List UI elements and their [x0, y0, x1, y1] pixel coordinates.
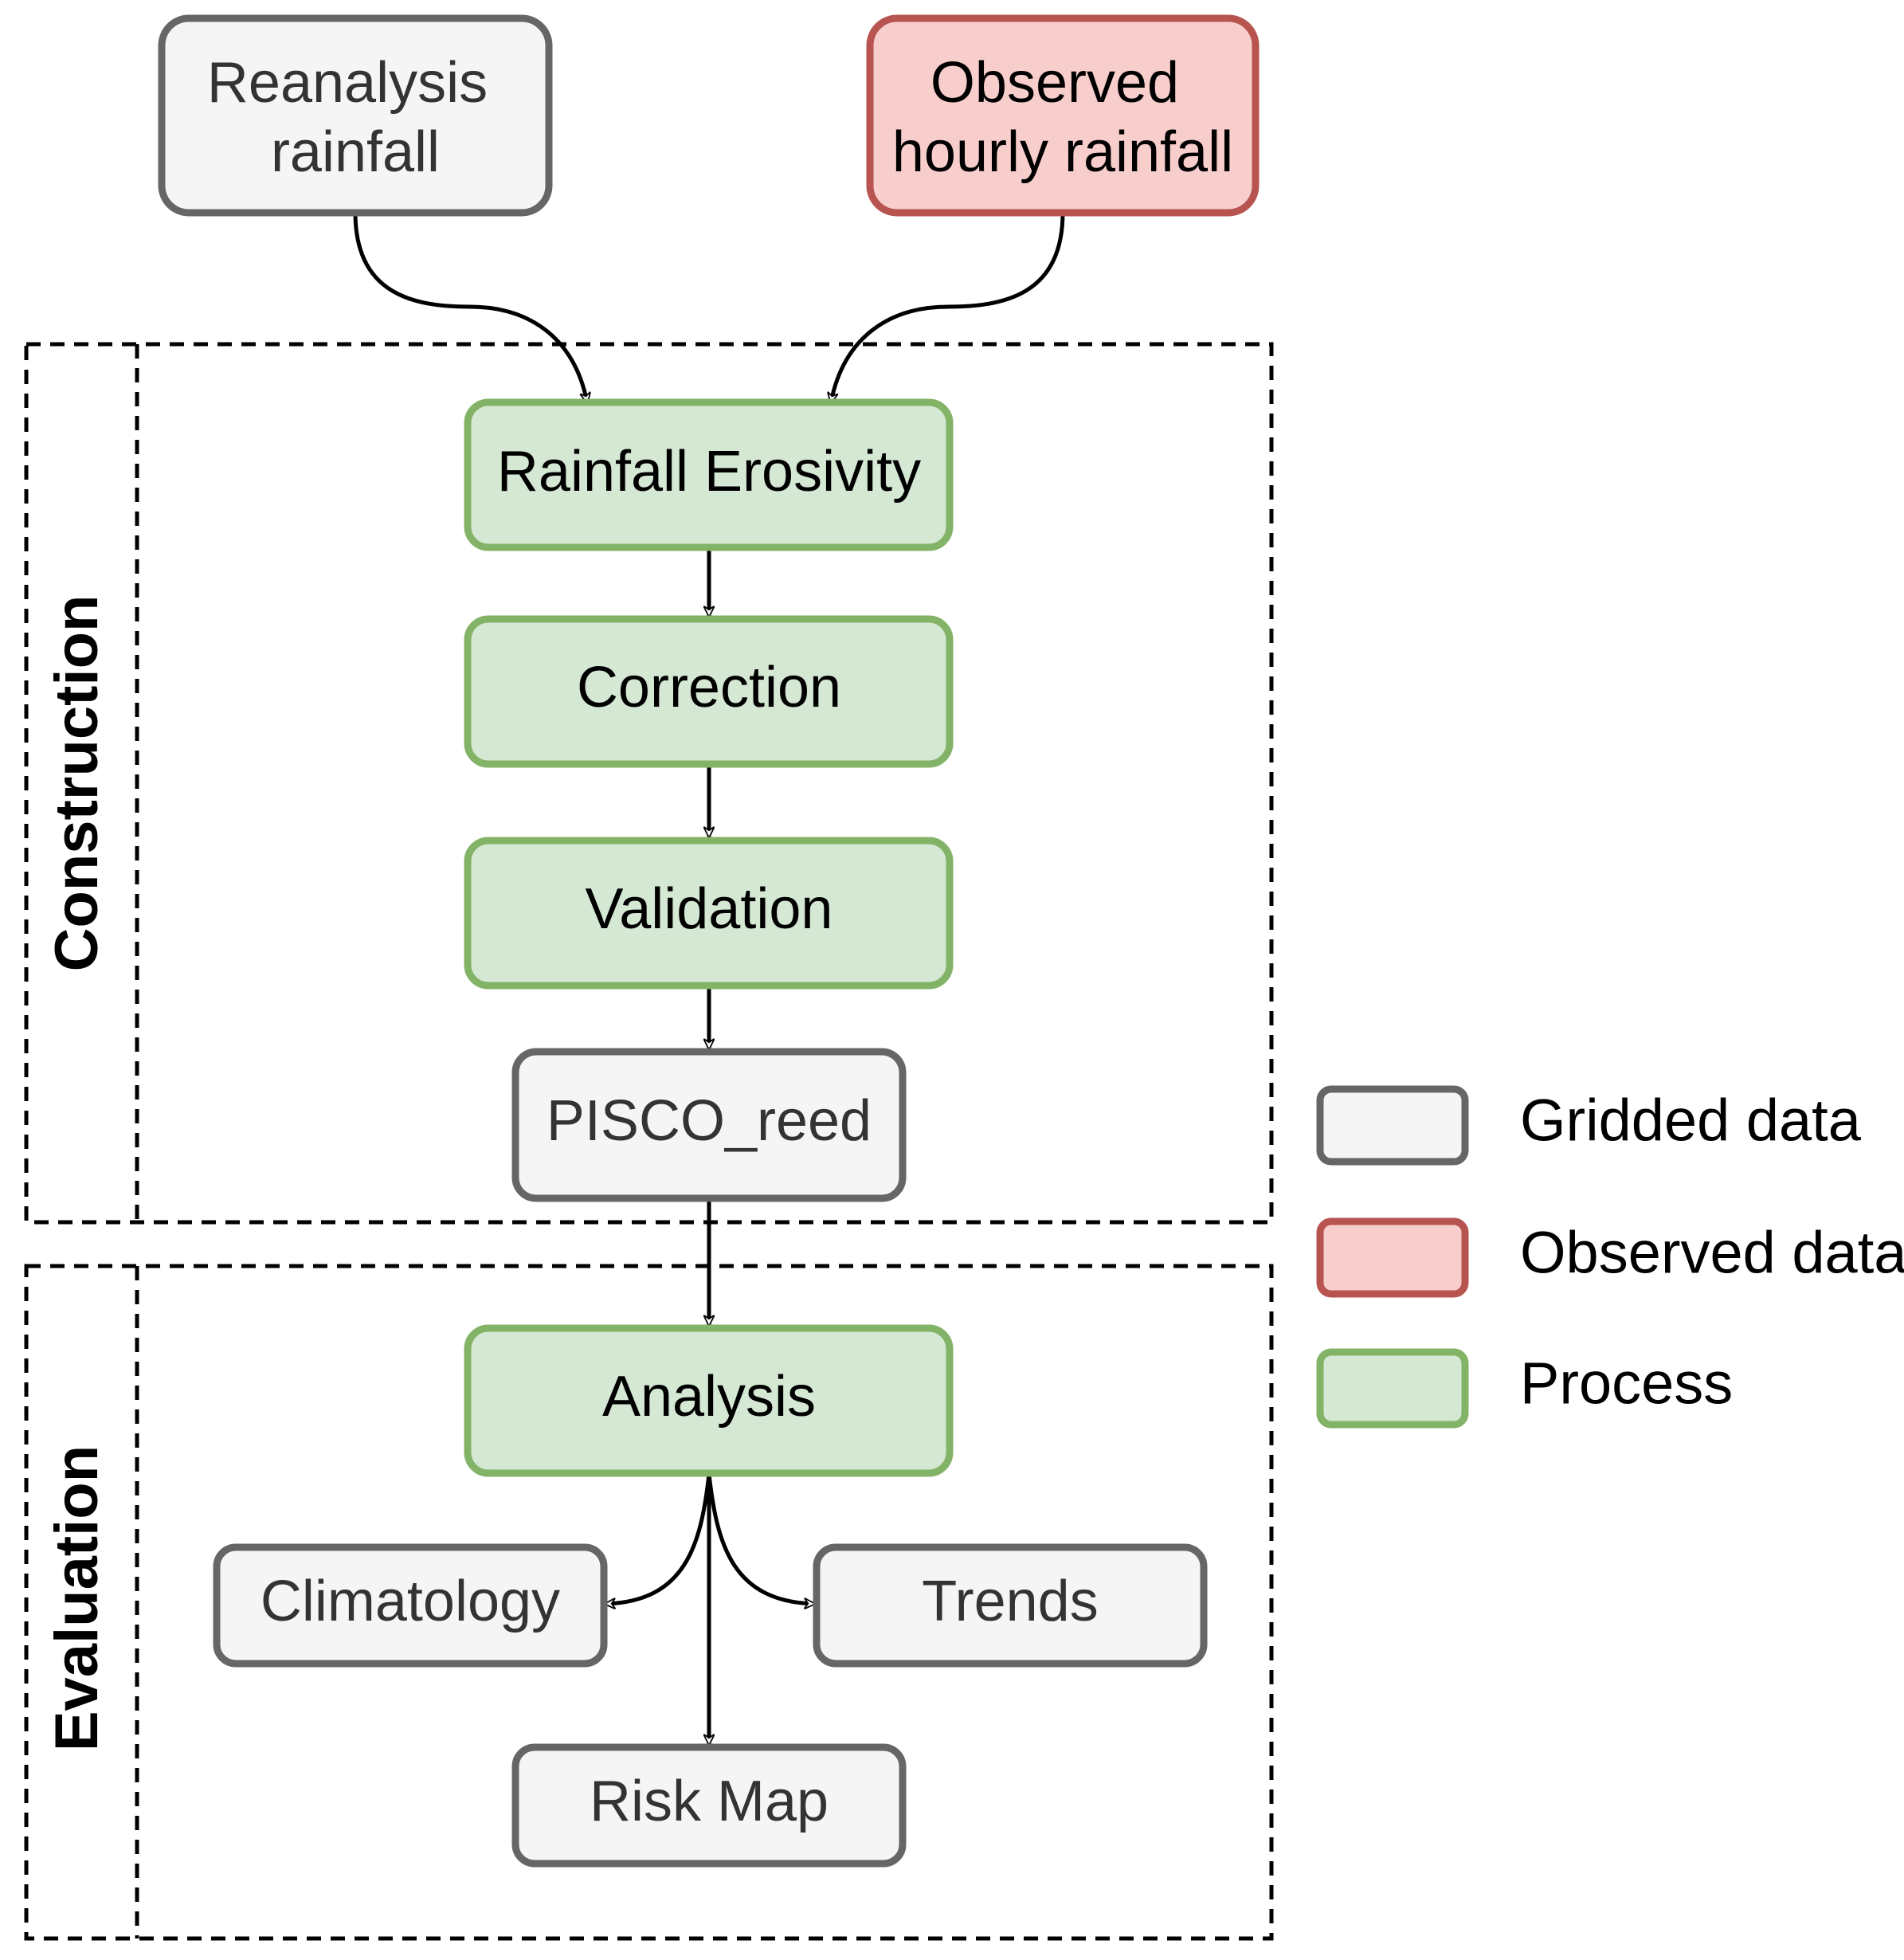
edge-observed-to-erosivity	[831, 212, 1065, 402]
node-validation: Validation	[464, 837, 954, 990]
node-reanalysis-line2: rainfall	[271, 120, 440, 184]
node-observed-hourly-rainfall: Observed hourly rainfall	[866, 14, 1260, 217]
construction-section-label: Construction	[43, 595, 111, 972]
node-correction: Correction	[464, 615, 954, 768]
evaluation-section-label: Evaluation	[43, 1445, 111, 1751]
node-correction-label: Correction	[577, 656, 841, 719]
construction-section: Construction	[24, 342, 1274, 1225]
legend-observed-label: Observed data	[1520, 1220, 1904, 1286]
node-trends-label: Trends	[922, 1570, 1098, 1633]
node-climatology: Climatology	[213, 1543, 608, 1668]
legend-process-swatch	[1316, 1348, 1469, 1429]
node-risk-map: Risk Map	[511, 1743, 907, 1868]
node-observed-line1: Observed	[930, 51, 1179, 115]
node-erosivity-label: Rainfall Erosivity	[497, 440, 921, 504]
node-reanalysis-rainfall: Reanalysis rainfall	[158, 14, 553, 217]
node-validation-label: Validation	[586, 877, 833, 941]
legend-observed-swatch	[1316, 1217, 1469, 1298]
legend-gridded-swatch	[1316, 1085, 1469, 1166]
node-trends: Trends	[813, 1543, 1208, 1668]
edge-analysis-to-climatology	[605, 1473, 711, 1604]
node-reanalysis-line1: Reanalysis	[207, 51, 488, 115]
connectors	[353, 212, 1065, 1744]
edge-reanalysis-to-erosivity	[353, 212, 587, 402]
legend-process-label: Process	[1520, 1350, 1733, 1417]
legend-gridded: Gridded data	[1316, 1085, 1862, 1166]
node-analysis: Analysis	[464, 1324, 954, 1477]
svg-text:Reanalysis rainfall: Reanalysis rainfall	[207, 51, 503, 184]
node-observed-line2: hourly rainfall	[892, 120, 1233, 184]
node-analysis-label: Analysis	[602, 1365, 816, 1429]
edge-analysis-to-trends	[707, 1473, 814, 1604]
node-riskmap-label: Risk Map	[590, 1770, 829, 1833]
node-rainfall-erosivity: Rainfall Erosivity	[464, 398, 954, 551]
node-pisco-reed: PISCO_reed	[511, 1048, 907, 1202]
legend-observed: Observed data	[1316, 1217, 1904, 1298]
evaluation-section: Evaluation	[24, 1264, 1274, 1941]
node-pisco-label: PISCO_reed	[547, 1089, 872, 1153]
node-climatology-label: Climatology	[261, 1570, 560, 1633]
svg-text:Observed hourly rainfall: Observed hourly rainfall	[892, 51, 1233, 184]
legend: Gridded data Observed data Process	[1316, 1085, 1904, 1429]
legend-process: Process	[1316, 1348, 1733, 1429]
legend-gridded-label: Gridded data	[1520, 1088, 1862, 1154]
